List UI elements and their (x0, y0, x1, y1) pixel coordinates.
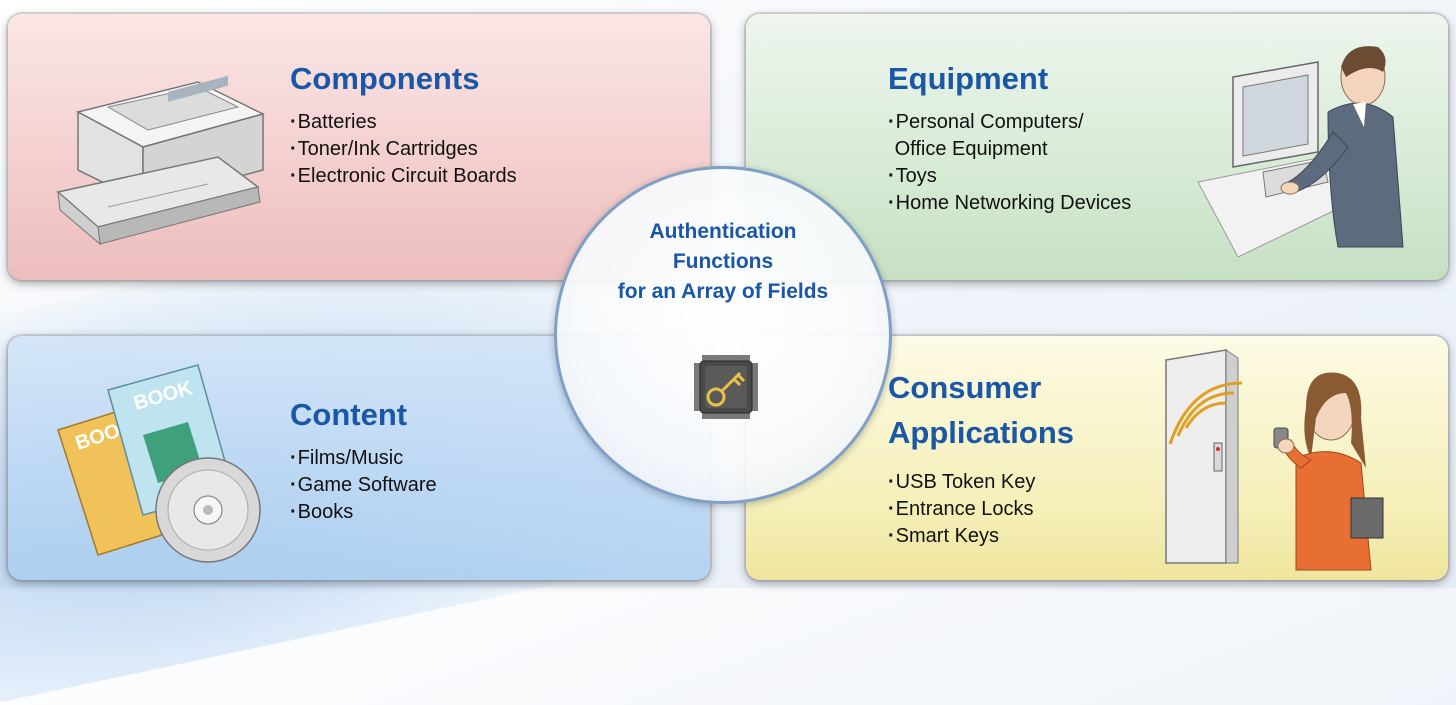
printer-icon (56, 75, 266, 246)
equipment-panel: Equipment Personal Computers/ Office Equ… (746, 14, 1448, 280)
equipment-list: Personal Computers/ Office Equipment Toy… (888, 109, 1132, 217)
components-panel: Components Batteries Toner/Ink Cartridge… (8, 14, 710, 280)
list-item: Game Software (290, 472, 437, 499)
list-item: Smart Keys (888, 523, 1035, 550)
equipment-title: Equipment (888, 61, 1049, 96)
center-title-line: Authentication (649, 220, 797, 243)
list-item: Home Networking Devices (888, 190, 1132, 217)
content-list: Films/Music Game Software Books (290, 445, 437, 526)
woman-door-icon (1165, 349, 1384, 571)
list-item: USB Token Key (888, 469, 1036, 496)
center-title: Authentication Functions for an Array of… (557, 217, 889, 307)
consumer-list: USB Token Key Entrance Locks Smart Keys (888, 469, 1036, 550)
center-title-line: Functions (672, 250, 774, 273)
components-title: Components (290, 61, 480, 96)
authentication-center-circle: Authentication Functions for an Array of… (554, 166, 892, 504)
key-chip-icon (694, 355, 758, 419)
list-item: Personal Computers/ (888, 109, 1131, 136)
content-panel: BOO BOOK Content Films/Music Game Softwa… (8, 336, 710, 580)
list-item: Entrance Locks (888, 496, 1035, 523)
consumer-title-line1: Consumer (888, 370, 1042, 405)
components-list: Batteries Toner/Ink Cartridges Electroni… (290, 109, 517, 190)
list-item: Books (290, 499, 437, 526)
consumer-title-line2: Applications (888, 415, 1075, 450)
person-computer-icon (1197, 46, 1404, 258)
list-item: Films/Music (290, 445, 437, 472)
center-title-line: for an Array of Fields (617, 280, 829, 303)
list-item: Batteries (290, 109, 517, 136)
list-item: Office Equipment (894, 138, 1048, 160)
books-cd-icon: BOO BOOK (57, 364, 261, 563)
content-title: Content (290, 397, 408, 432)
list-item: Electronic Circuit Boards (290, 163, 517, 190)
list-item: Toys (888, 163, 1131, 190)
list-item: Toner/Ink Cartridges (290, 136, 517, 163)
